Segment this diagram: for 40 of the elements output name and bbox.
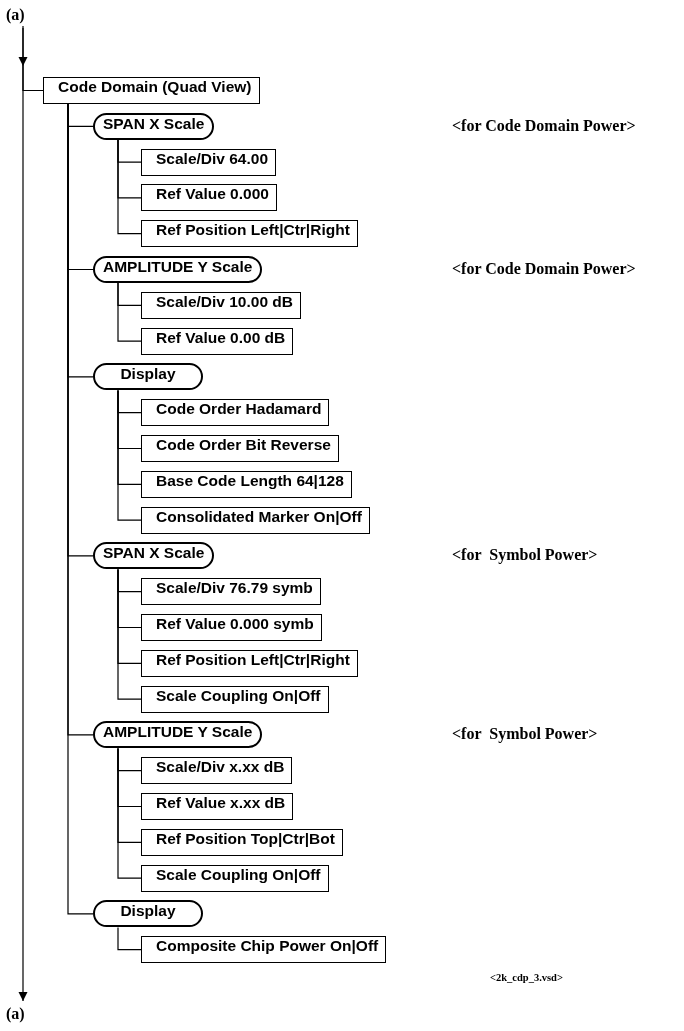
menu-key-pill: SPAN X Scale — [93, 112, 215, 140]
menu-item-box: Ref Position Left|Ctr|Right — [141, 649, 358, 677]
menu-item-box: Scale Coupling On|Off — [141, 685, 329, 713]
connector-line — [117, 139, 142, 235]
menu-key-pill: AMPLITUDE Y Scale — [93, 721, 263, 749]
menu-item-box: Scale/Div x.xx dB — [141, 757, 293, 785]
connector-line — [22, 25, 44, 92]
menu-item-box: Ref Value 0.000 — [141, 184, 277, 212]
note-text: <for Code Domain Power> — [452, 116, 636, 136]
menu-key-pill: AMPLITUDE Y Scale — [93, 256, 263, 283]
menu-item-box: Code Order Bit Reverse — [141, 435, 339, 462]
menu-item-box: Ref Value 0.00 dB — [141, 327, 294, 355]
menu-item-box: Base Code Length 64|128 — [141, 470, 352, 498]
menu-item-box: Ref Position Top|Ctr|Bot — [141, 828, 343, 856]
file-name-label: <2k_cdp_3.vsd> — [490, 971, 563, 985]
connector-line — [117, 282, 142, 342]
note-text: <for Symbol Power> — [452, 724, 598, 744]
menu-item-box: Composite Chip Power On|Off — [141, 936, 387, 964]
menu-item-box: Consolidated Marker On|Off — [141, 506, 370, 534]
continuation-label: (a) — [6, 1003, 25, 1025]
connector-line — [117, 389, 142, 521]
continuation-label: (a) — [6, 4, 25, 26]
menu-item-box: Ref Position Left|Ctr|Right — [141, 220, 358, 248]
menu-item-box: Ref Value 0.000 symb — [141, 614, 322, 641]
arrow — [18, 27, 28, 1002]
menu-item-box: Scale/Div 76.79 symb — [141, 578, 321, 606]
menu-key-pill: Display — [93, 900, 203, 928]
menu-item-box: Code Order Hadamard — [141, 399, 330, 427]
menu-item-box: Scale/Div 10.00 dB — [141, 291, 301, 319]
note-text: <for Symbol Power> — [452, 545, 598, 565]
note-text: <for Code Domain Power> — [452, 259, 636, 279]
connector-line — [117, 926, 142, 951]
menu-item-box: Scale/Div 64.00 — [141, 148, 277, 176]
menu-key-pill: Display — [93, 363, 203, 391]
menu-item-box: Ref Value x.xx dB — [141, 793, 294, 820]
menu-key-pill: SPAN X Scale — [93, 542, 215, 570]
menu-item-box: Code Domain (Quad View) — [43, 77, 260, 104]
connector-line — [117, 747, 142, 879]
menu-item-box: Scale Coupling On|Off — [141, 864, 329, 892]
connector-line — [117, 568, 142, 700]
